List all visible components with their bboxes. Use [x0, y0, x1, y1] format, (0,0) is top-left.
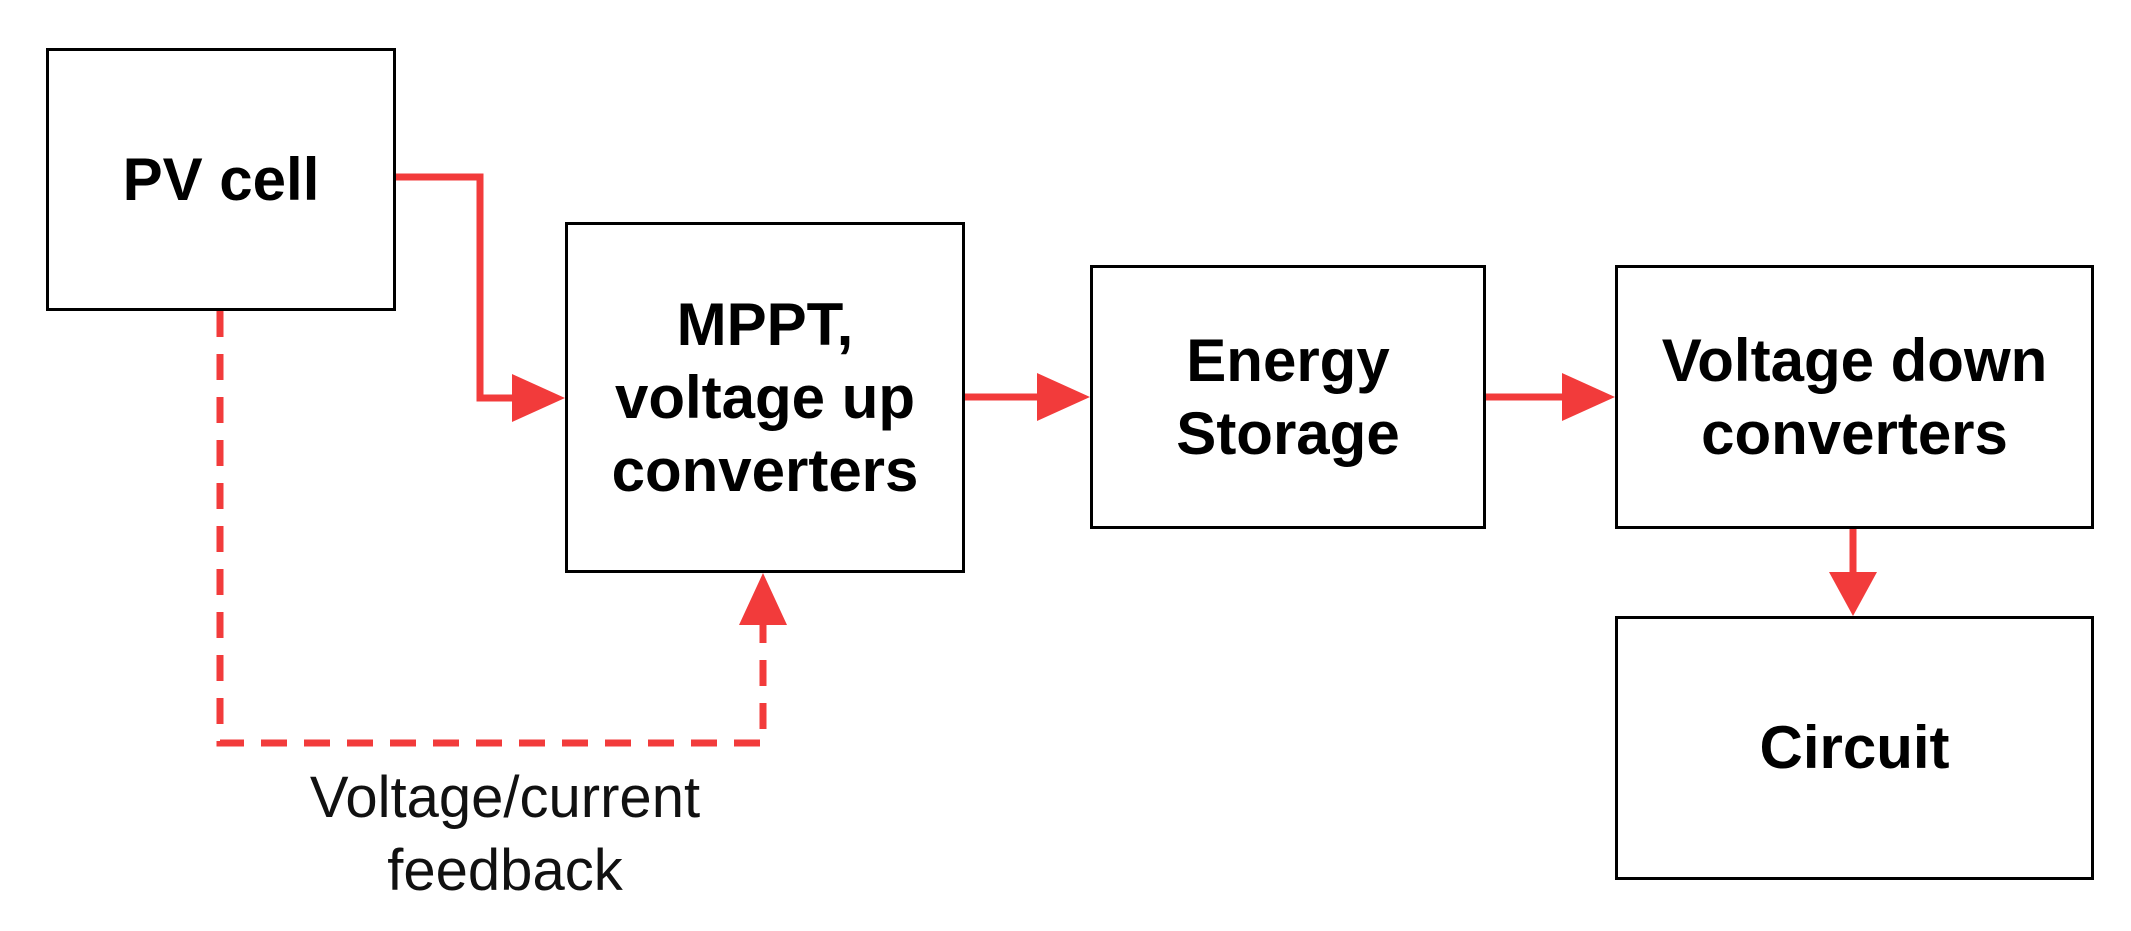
voltage-down-converter-block: Voltage down converters	[1615, 265, 2094, 529]
circuit-block: Circuit	[1615, 616, 2094, 880]
arrowhead-pv-to-mppt	[512, 374, 565, 422]
feedback-label: Voltage/current feedback	[309, 765, 701, 903]
pv-cell-block: PV cell	[46, 48, 396, 311]
arrowhead-vdown-to-circuit	[1829, 572, 1877, 616]
arrowhead-mppt-to-storage	[1037, 373, 1090, 421]
arrow-pv-to-mppt	[396, 173, 520, 402]
mppt-converter-block: MPPT, voltage up converters	[565, 222, 965, 573]
arrowhead-storage-to-vdown	[1562, 373, 1615, 421]
feedback-dashed-line	[216, 311, 767, 747]
arrowhead-feedback	[739, 573, 787, 625]
energy-storage-block: Energy Storage	[1090, 265, 1486, 529]
